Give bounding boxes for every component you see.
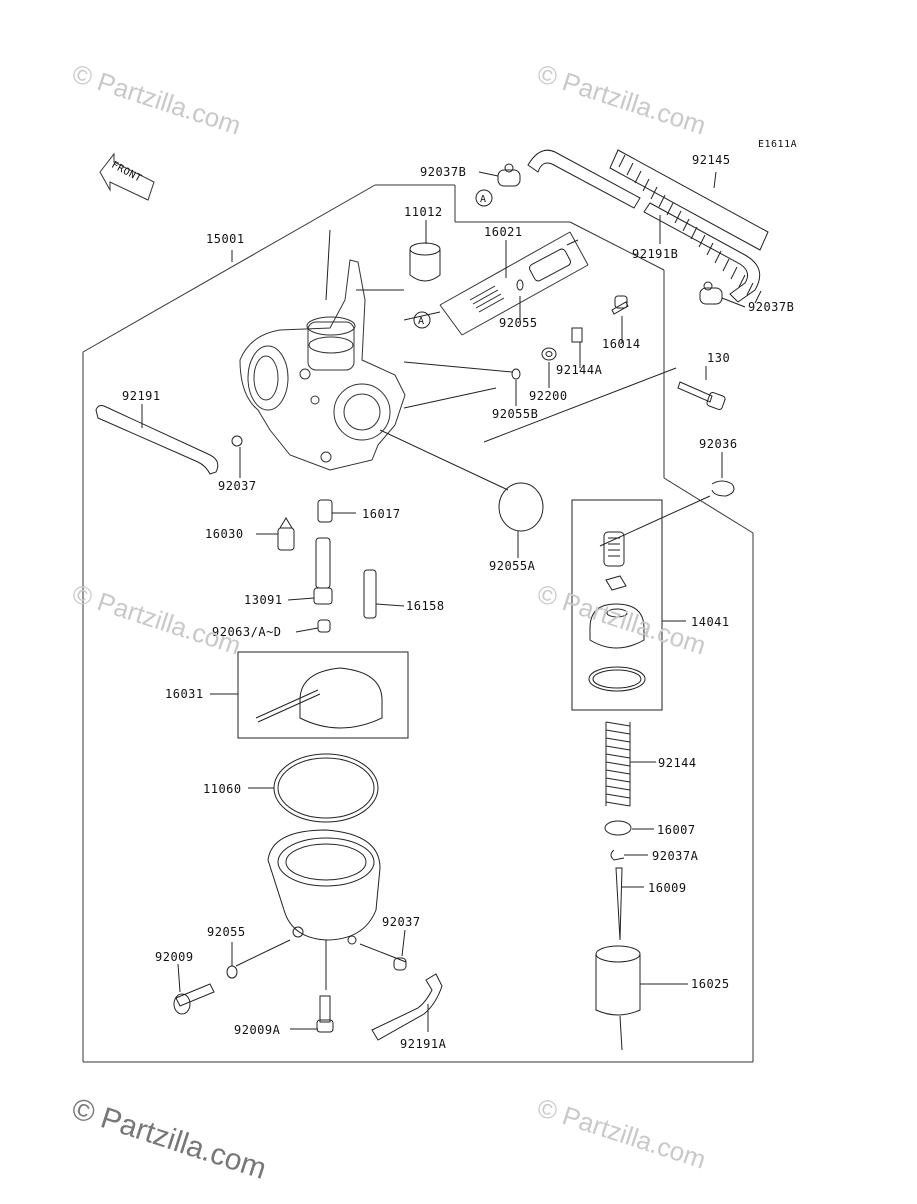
label-16009: 16009 (648, 881, 687, 895)
label-16030: 16030 (205, 527, 244, 541)
part-16031-frame (237, 651, 409, 739)
label-92200: 92200 (529, 389, 568, 403)
label-92191b: 92191B (632, 247, 678, 261)
label-92037a: 92037A (652, 849, 699, 863)
part-92055b-oring (511, 368, 521, 380)
part-92055-oring-small (226, 965, 238, 979)
front-arrow-icon: FRONT (99, 152, 155, 201)
label-92191: 92191 (122, 389, 161, 403)
label-16025: 16025 (691, 977, 730, 991)
part-11060-gasket (273, 753, 379, 823)
part-92037b-clip-top (497, 163, 521, 187)
label-92144a: 92144A (556, 363, 603, 377)
ref-code: E1611A (758, 139, 797, 150)
label-92055a: 92055A (489, 559, 536, 573)
part-labels: 92037B 92145 11012 16021 92191B 15001 92… (122, 153, 794, 1051)
label-92037-bottom: 92037 (382, 915, 421, 929)
label-92055-bottom: 92055 (207, 925, 246, 939)
part-92191-hose (95, 405, 219, 475)
part-16021-screw-assembly (469, 239, 579, 313)
label-92145: 92145 (692, 153, 731, 167)
carburetor-body (239, 259, 406, 471)
part-16017-jet (317, 499, 333, 523)
part-92055a-oring (498, 482, 544, 532)
svg-text:A: A (480, 194, 487, 205)
part-14041-frame (571, 499, 663, 711)
part-92145-hose (609, 149, 769, 304)
label-16014: 16014 (602, 337, 641, 351)
part-16021-frame (439, 231, 589, 336)
part-92037-clip (231, 435, 243, 447)
label-16017: 16017 (362, 507, 401, 521)
part-92063-washer (317, 619, 331, 633)
part-11012-cap (409, 242, 441, 282)
part-16007-holder (604, 820, 632, 836)
part-92009a-screw (316, 995, 334, 1033)
label-16021: 16021 (484, 225, 523, 239)
outer-frame (82, 184, 754, 1063)
leader-lines (141, 171, 746, 1032)
label-130: 130 (707, 351, 730, 365)
label-92063: 92063/A~D (212, 625, 282, 639)
label-92037-left: 92037 (218, 479, 257, 493)
part-16031-float (255, 667, 383, 729)
label-92144: 92144 (658, 756, 697, 770)
label-16031: 16031 (165, 687, 204, 701)
label-92055b: 92055B (492, 407, 538, 421)
front-label: FRONT (109, 160, 143, 185)
part-92037-clip-bottom (393, 957, 407, 971)
part-14041-cap-assembly (588, 531, 646, 692)
label-92037b-top: 92037B (420, 165, 466, 179)
part-float-bowl (267, 829, 381, 945)
label-11060: 11060 (203, 782, 242, 796)
label-92055-top: 92055 (499, 316, 538, 330)
part-92191a-hose (371, 973, 443, 1041)
callout-a-top: A (475, 189, 493, 207)
label-92009a: 92009A (234, 1023, 281, 1037)
label-16158: 16158 (406, 599, 445, 613)
part-13091-tube (313, 537, 333, 605)
part-92144-spring (605, 721, 631, 807)
part-92191b-hose (527, 149, 761, 303)
label-13091: 13091 (244, 593, 283, 607)
part-16025-slide (595, 945, 641, 1051)
label-14041: 14041 (691, 615, 730, 629)
label-16007: 16007 (657, 823, 696, 837)
part-92037a-clip (610, 849, 625, 861)
label-92191a: 92191A (400, 1037, 447, 1051)
part-92036-circlip (711, 480, 735, 497)
label-15001: 15001 (206, 232, 245, 246)
part-92144a-spring (571, 327, 583, 343)
part-16030-valve (277, 517, 295, 551)
part-16158-jet (363, 569, 377, 619)
label-11012: 11012 (404, 205, 443, 219)
part-92200-washer (541, 347, 557, 361)
part-16014-screw (611, 295, 629, 315)
part-130-bolt (677, 381, 726, 410)
label-92036: 92036 (699, 437, 738, 451)
label-92037b-right: 92037B (748, 300, 794, 314)
callout-a-mid: A (413, 311, 431, 329)
svg-text:A: A (418, 316, 425, 327)
part-16009-needle (615, 867, 623, 941)
label-92009: 92009 (155, 950, 194, 964)
part-92037b-clip-right (699, 281, 723, 305)
part-92009-screw (173, 983, 215, 1015)
